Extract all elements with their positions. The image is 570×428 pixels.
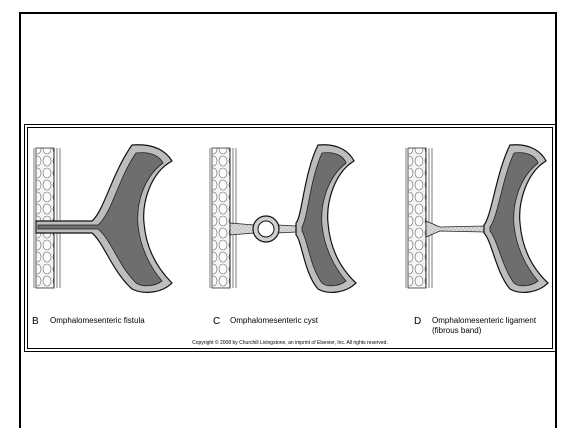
- panel-c-illustration: [208, 143, 368, 323]
- panel-d-letter: D: [414, 316, 421, 327]
- intestine-loop: [36, 145, 172, 293]
- intestine-loop: [296, 145, 356, 293]
- figure-frame: B Omphalomesenteric fistula C Omphalomes…: [24, 124, 556, 352]
- panel-d-illustration: [404, 143, 564, 323]
- abdominal-wall: [406, 148, 432, 288]
- abdominal-wall: [210, 148, 236, 288]
- panel-c-caption: Omphalomesenteric cyst: [230, 316, 318, 326]
- copyright-notice: Copyright © 2008 by Churchill Livingston…: [28, 340, 552, 346]
- panel-b-letter: B: [32, 316, 39, 327]
- panel-b-illustration: [32, 143, 192, 323]
- panel-b-caption: Omphalomesenteric fistula: [50, 316, 145, 326]
- cyst: [253, 216, 279, 242]
- abdominal-wall: [34, 148, 60, 288]
- panel-d-caption: Omphalomesenteric ligament (fibrous band…: [432, 316, 562, 336]
- intestine-loop: [484, 145, 548, 293]
- panel-c-letter: C: [213, 316, 220, 327]
- fibrous-band: [426, 221, 484, 237]
